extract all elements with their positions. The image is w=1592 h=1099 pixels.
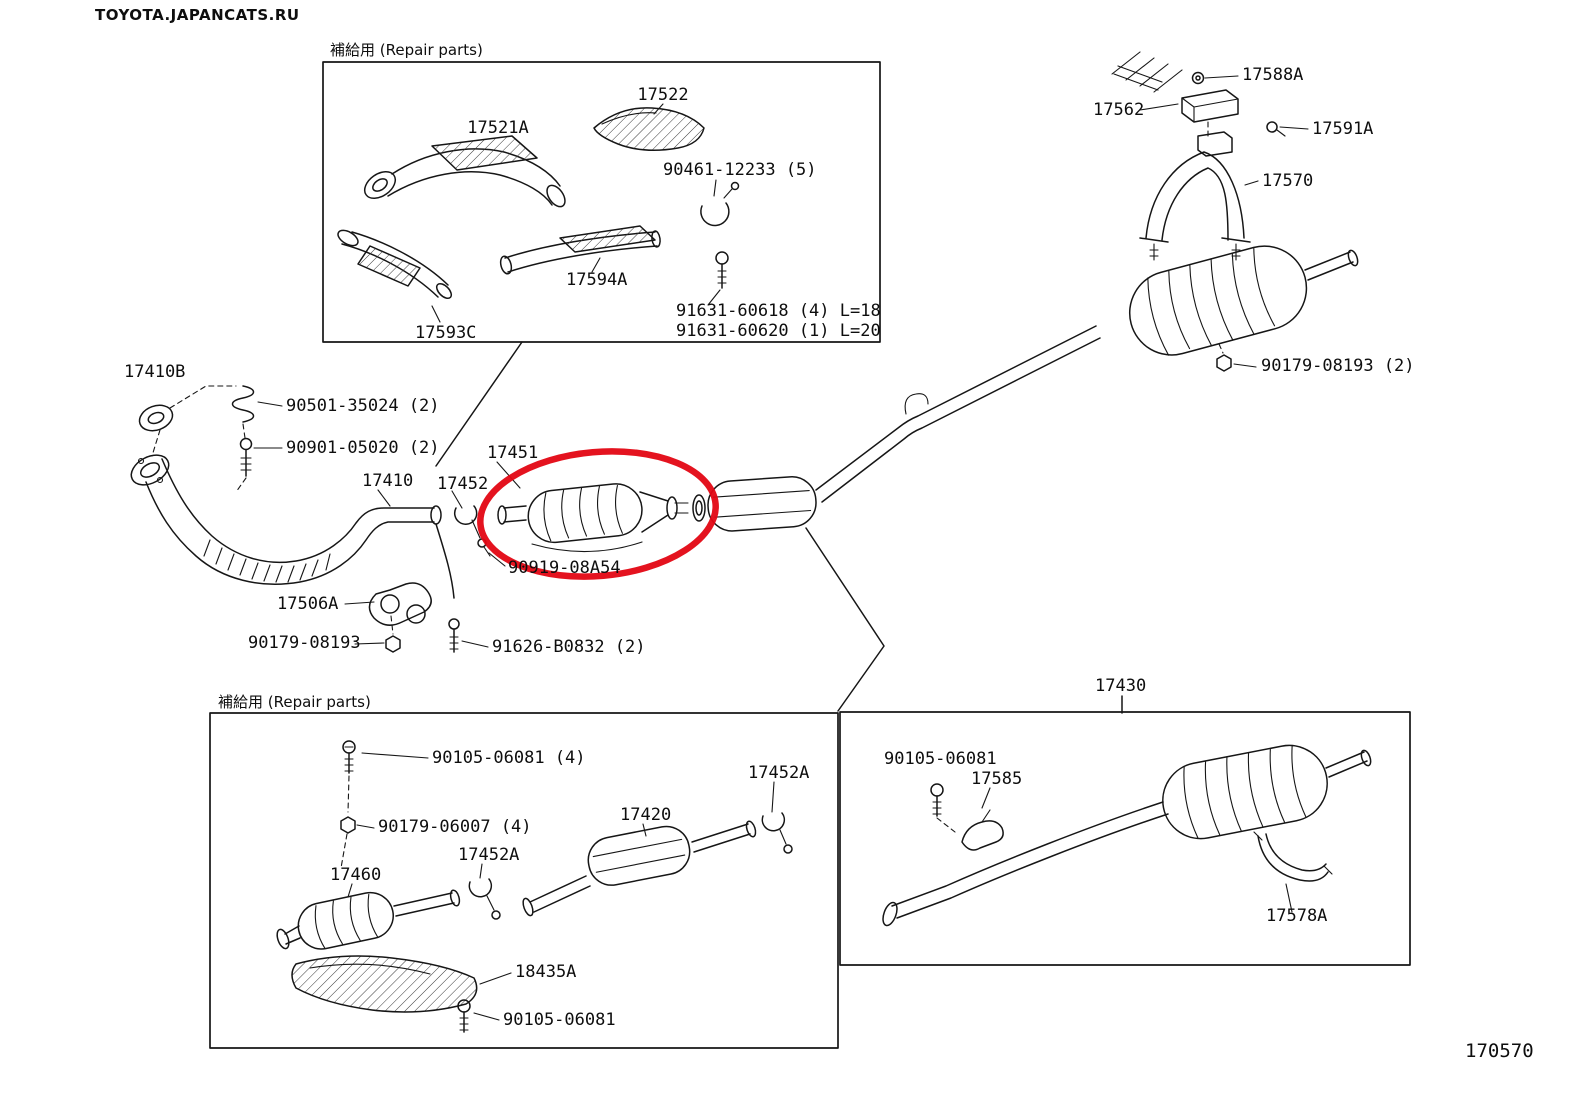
heat-shield-17522-drawing: [593, 103, 705, 151]
repair-parts-label-top: 補給用 (Repair parts): [330, 41, 483, 59]
part-label-90105-06081-4: 90105-06081 (4): [432, 748, 586, 768]
clip-17591A-drawing: [1266, 121, 1309, 137]
part-label-90179-08193-2: 90179-08193 (2): [1261, 356, 1415, 376]
part-label-17591a: 17591A: [1312, 119, 1373, 139]
front-exhaust-pipe-17410-drawing: [130, 454, 442, 585]
bolt-90105-06081-right-drawing: [930, 783, 956, 833]
part-number-labels: 17522 17521A 90461-12233 (5) 17594A 17593C 91…: [124, 65, 1415, 1030]
part-label-90105-06081: 90105-06081: [503, 1010, 616, 1030]
part-label-90901-05020-2: 90901-05020 (2): [286, 438, 440, 458]
bolt-90901-05020-drawing: [235, 437, 283, 493]
part-label-17451: 17451: [487, 443, 538, 463]
catalytic-converter-17460-drawing: [276, 883, 461, 950]
insulator-17562-drawing: [1139, 89, 1239, 137]
strap-17578A-drawing: [1253, 831, 1333, 913]
part-label-17410b: 17410B: [124, 362, 185, 382]
part-label-90461-12233-5: 90461-12233 (5): [663, 160, 817, 180]
part-label-17452a: 17452A: [748, 763, 809, 783]
bolt-91626-B0832-drawing: [448, 618, 489, 653]
body-hatch-marks: [1111, 51, 1183, 93]
clamp-17452A-left-drawing: [468, 863, 501, 920]
front-pipe-17521A-drawing: [363, 135, 566, 208]
part-label-17452a: 17452A: [458, 845, 519, 865]
part-label-90501-35024-2: 90501-35024 (2): [286, 396, 440, 416]
nut-90179-06007-drawing: [340, 816, 375, 869]
part-label-90105-06081: 90105-06081: [884, 749, 997, 769]
intermediate-pipe-drawing: [815, 325, 1101, 503]
part-label-18435a: 18435A: [515, 962, 576, 982]
part-label-91631-60618-4-l-18: 91631-60618 (4) L=18: [676, 301, 881, 321]
part-label-17506a: 17506A: [277, 594, 338, 614]
pipe-17593C-drawing: [337, 229, 453, 323]
site-watermark: TOYOTA.JAPANCATS.RU: [95, 6, 300, 24]
gasket-17410B-drawing: [138, 385, 237, 457]
part-label-17521a: 17521A: [467, 118, 528, 138]
part-label-17588a: 17588A: [1242, 65, 1303, 85]
part-label-17578a: 17578A: [1266, 906, 1327, 926]
part-label-17452: 17452: [437, 474, 488, 494]
part-label-91631-60620-1-l-20: 91631-60620 (1) L=20: [676, 321, 881, 341]
part-label-91626-b0832-2: 91626-B0832 (2): [492, 637, 646, 657]
part-label-17562: 17562: [1093, 100, 1144, 120]
diagram-number: 170570: [1465, 1040, 1534, 1062]
repair-parts-box-bottom: [209, 712, 839, 1049]
catalytic-converter-17451-drawing: [496, 461, 689, 553]
heat-shield-18435A-drawing: [291, 955, 512, 1013]
repair-parts-box-top: [322, 61, 881, 343]
part-label-90179-06007-4: 90179-06007 (4): [378, 817, 532, 837]
part-label-17593c: 17593C: [415, 323, 476, 343]
hanger-17585-drawing: [961, 787, 1004, 851]
center-pipe-17420-drawing: [522, 820, 757, 917]
part-label-90919-08a54: 90919-08A54: [508, 558, 621, 578]
rear-muffler-detail-box: [839, 711, 1411, 966]
repair-parts-label-bottom: 補給用 (Repair parts): [218, 693, 371, 711]
middle-muffler-drawing: [692, 476, 817, 532]
rear-muffler-17430-drawing: [882, 744, 1372, 927]
part-label-17460: 17460: [330, 865, 381, 885]
bolt-90105-06081-bottom-drawing: [457, 999, 500, 1033]
part-label-90179-08193: 90179-08193: [248, 633, 361, 653]
part-label-17594a: 17594A: [566, 270, 627, 290]
part-label-17570: 17570: [1262, 171, 1313, 191]
clamp-90461-12233-drawing: [700, 179, 740, 227]
highlight-ellipse: [477, 448, 719, 580]
strut-bracket-17506A-drawing: [344, 523, 455, 635]
part-label-17420: 17420: [620, 805, 671, 825]
grommet-17588A-drawing: [1191, 71, 1239, 85]
part-label-17522: 17522: [637, 85, 688, 105]
clamp-17452A-right-drawing: [761, 781, 793, 854]
pipe-17594A-drawing: [499, 225, 661, 275]
rear-muffler-main-drawing: [1128, 245, 1359, 372]
bolt-90105-06081-4-drawing: [342, 740, 429, 813]
bolt-91631-drawing: [707, 251, 729, 306]
part-label-17585: 17585: [971, 769, 1022, 789]
part-label-17410: 17410: [362, 471, 413, 491]
nut-90179-08193-drawing: [354, 635, 401, 653]
hanger-bracket-17570-drawing: [1139, 131, 1259, 261]
box-pointer-lines: [435, 341, 1123, 714]
part-label-17430: 17430: [1095, 676, 1146, 696]
spring-90501-35024-drawing: [231, 385, 283, 439]
